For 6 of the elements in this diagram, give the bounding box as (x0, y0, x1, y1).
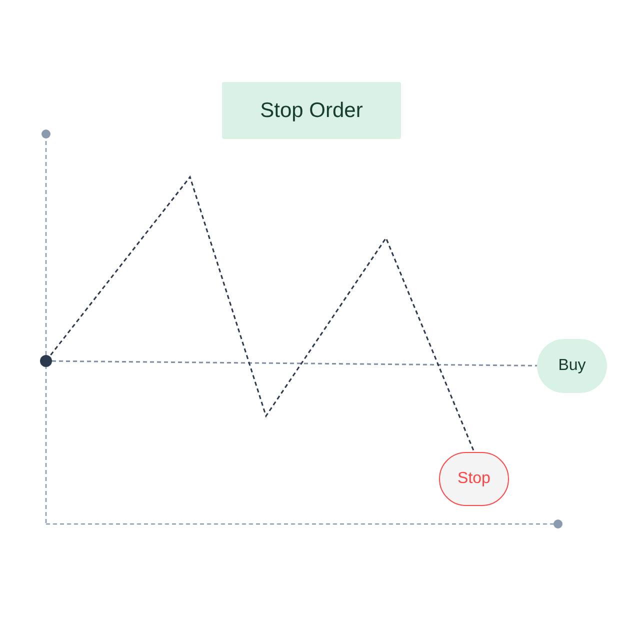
title-label: Stop Order (222, 82, 401, 139)
start-dot (40, 355, 52, 367)
buy-pill: Buy (537, 339, 607, 393)
price-line (50, 175, 475, 452)
dashed-line (52, 360, 537, 366)
stop-pill: Stop (439, 452, 509, 506)
